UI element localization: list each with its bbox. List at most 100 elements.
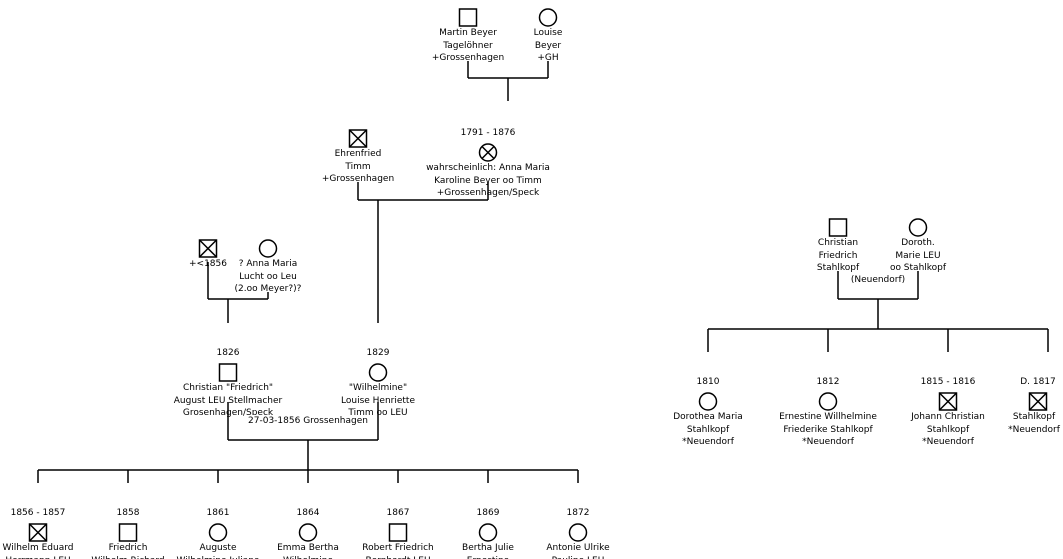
birth-year: 1826 [216,348,240,358]
person-name-line: +Grossenhagen [321,174,395,184]
person-name-line: Friedrich [818,250,858,261]
person-label: AugusteWilhelmine JulianeLEU *Speck [177,542,260,559]
person-name-line: Friederike Stahlkopf [783,424,873,435]
birth-year: 1856 - 1857 [10,508,66,518]
person-label: Robert FriedrichBernhardt LEU*Speck [362,542,434,559]
person-name-line: Tagelöhner [443,40,493,51]
birth-year: 1812 [816,377,840,387]
deceased-cross [481,145,495,160]
deceased-cross [938,392,958,411]
person-name-line: ? Anna Maria [238,259,298,269]
deceased-cross [348,129,368,148]
person-name-line: Ernestine [462,555,514,559]
person-name-line: Timm [345,161,371,172]
person-name-line: Christian "Friedrich" [182,383,274,393]
person-name-line: *Neuendorf [922,437,974,447]
person-name-line: Robert Friedrich [362,543,434,553]
birth-year: 1858 [116,508,140,518]
person-name-line: "Wilhelmine" [348,383,408,393]
person-name-line: Wilhelm Eduard [2,543,74,553]
person-name-line: Wilhelmine [277,555,339,559]
birth-year: 1791 - 1876 [460,128,516,138]
male-icon [218,363,238,382]
person-name-line: Bernhardt LEU [362,555,434,559]
person-label: Antonie UlrikePauline LEU*Speck [546,542,609,559]
person-label: +<1856 [189,258,227,271]
person-name-line: oo Stahlkopf [889,263,947,273]
person-name-line: Wilhelmine Juliane [177,555,260,559]
birth-year: 1815 - 1816 [920,377,976,387]
person-name-line: Bertha Julie [462,543,514,553]
person-name-line: *Neuendorf [802,437,854,447]
birth-year: 1810 [696,377,720,387]
person-name-line: (2.oo Meyer?)? [234,284,302,294]
female-icon [368,363,388,382]
person-name-line: Auguste [199,543,237,553]
person-name-line: Christian [817,238,859,248]
person-name-line: Timm oo LEU [348,408,408,418]
person-name-line: Doroth. [901,238,935,248]
person-label: Doroth. Marie LEU oo Stahlkopf [890,237,946,275]
person-name-line: Beyer [534,40,562,51]
person-name-line: Pauline LEU [546,555,609,559]
person-name-line: +Grossenhagen/Speck [436,188,540,198]
person-name-line: Ernestine Willhelmine [779,412,877,422]
deceased-cross [198,239,218,258]
union-label: 27-03-1856 Grossenhagen [248,415,368,428]
person-name-line: Johann Christian [911,412,985,422]
person-label: Christian "Friedrich" August LEU Stellmac… [174,382,282,420]
birth-year: 1872 [566,508,590,518]
male-icon [388,523,408,542]
person-name-line: Emma Bertha [277,543,339,553]
female-icon [908,218,928,237]
female-icon [478,523,498,542]
female-icon [698,392,718,411]
female-icon [208,523,228,542]
person-label: Wilhelm EduardHerrmann LEU*Speck [3,542,74,559]
male-icon [828,218,848,237]
deceased-cross [1028,392,1048,411]
person-label: Stahlkopf*Neuendorf [1008,411,1060,436]
person-name-line: +GH [537,53,559,63]
person-name-line: Lucht oo Leu [239,271,297,282]
person-name-line: Herrmann LEU [3,555,74,559]
birth-year: 1829 [366,348,390,358]
person-name-line: Antonie Ulrike [546,543,610,553]
person-label: Bertha JulieErnestineLEU *Speck [462,542,514,559]
deceased-cross [28,523,48,542]
female-icon [818,392,838,411]
person-name-line: Stahlkopf [816,263,860,273]
person-name-line: Ehrenfried [334,149,382,159]
person-name-line: Wilhelm Richard [91,555,164,559]
person-name-line: wahrscheinlich: Anna Maria [426,163,550,173]
person-name-line: +<1856 [189,259,227,269]
female-icon [258,239,278,258]
female-icon [538,8,558,27]
person-name-line: Louise Henriette [341,395,415,406]
person-name-line: Martin Beyer [439,28,497,38]
male-icon [458,8,478,27]
person-name-line: +Grossenhagen [431,53,505,63]
birth-year: 1861 [206,508,230,518]
birth-year: 1867 [386,508,410,518]
person-name-line: Friedrich [108,543,148,553]
person-name-line: Stahlkopf [686,424,730,435]
person-label: Emma BerthaWilhelmineLEU *Speck [277,542,339,559]
person-name-line: *Neuendorf [682,437,734,447]
person-name-line: August LEU Stellmacher [173,395,283,406]
female-icon [298,523,318,542]
person-name-line: Grosenhagen/Speck [182,408,274,418]
person-name-line: Louise [533,28,563,38]
person-name-line: Marie LEU [895,250,941,261]
